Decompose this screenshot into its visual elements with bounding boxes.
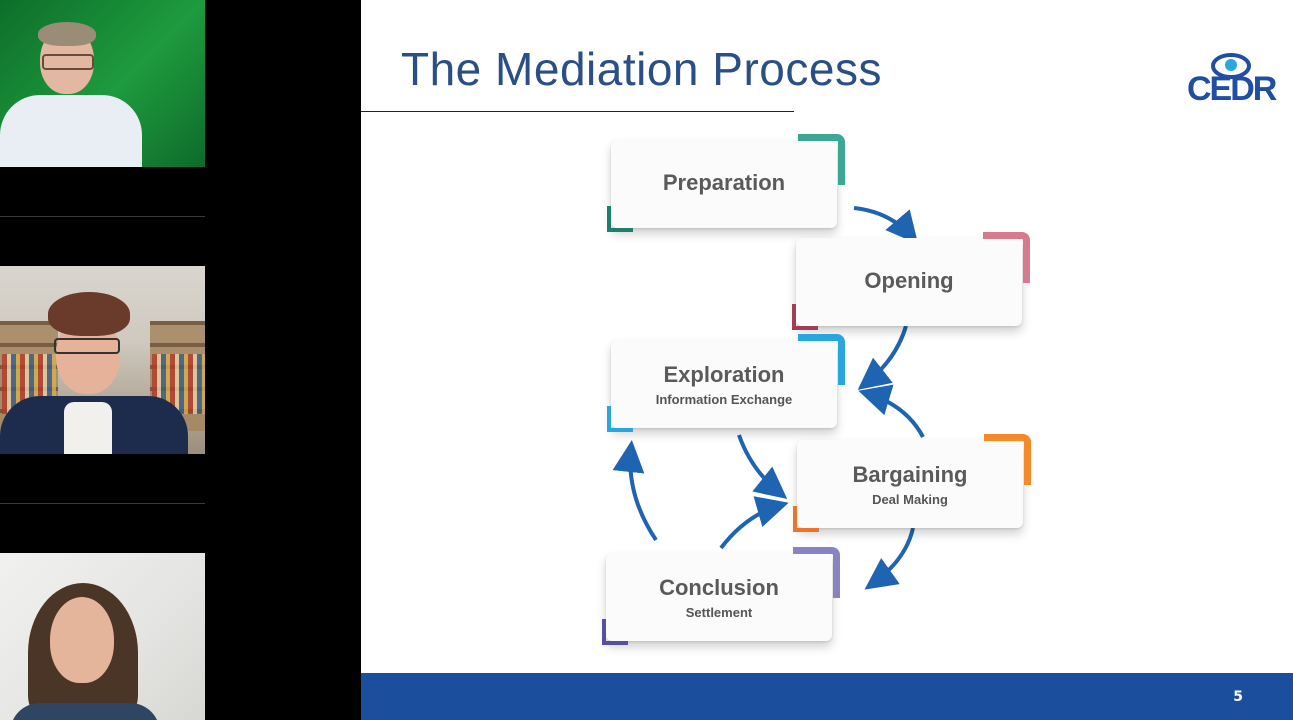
eye-icon: [1211, 53, 1251, 79]
title-divider: [361, 111, 794, 112]
slide-footer: 5: [361, 673, 1293, 720]
stage-exploration: Exploration Information Exchange: [607, 334, 845, 432]
stage-name: Exploration: [663, 362, 785, 387]
arrow-bargaining-to-exploration: [858, 384, 925, 438]
arrow-conclusion-to-exploration: [612, 440, 658, 542]
stage-name: Preparation: [662, 170, 786, 195]
stage-subtitle: Settlement: [685, 605, 753, 620]
stage-bargaining: Bargaining Deal Making: [793, 434, 1031, 532]
participant-video-1[interactable]: [0, 0, 205, 167]
page-number: 5: [1233, 689, 1243, 705]
stage-subtitle: Information Exchange: [655, 392, 793, 407]
stage-subtitle: Deal Making: [872, 492, 948, 507]
stage-name: Conclusion: [659, 575, 779, 600]
arrow-opening-to-exploration: [857, 325, 908, 390]
logo-wordmark: CEDR: [1187, 70, 1277, 108]
stage-opening: Opening: [792, 232, 1030, 330]
arrow-preparation-to-opening: [853, 206, 919, 245]
arrow-bargaining-to-conclusion: [864, 527, 915, 590]
participant-video-2[interactable]: [0, 266, 205, 454]
slide-title: The Mediation Process: [401, 43, 882, 95]
cedr-logo: CEDR: [1187, 52, 1279, 108]
arrow-exploration-to-bargaining: [737, 434, 788, 499]
stage-conclusion: Conclusion Settlement: [602, 547, 840, 645]
participant-video-3[interactable]: [0, 553, 205, 720]
stage-name: Bargaining: [852, 462, 968, 487]
presentation-slide: The Mediation Process CEDR Preparation: [361, 0, 1293, 720]
stage-name: Opening: [864, 268, 954, 293]
arrow-conclusion-to-bargaining: [719, 496, 789, 550]
stage-preparation: Preparation: [607, 134, 845, 232]
